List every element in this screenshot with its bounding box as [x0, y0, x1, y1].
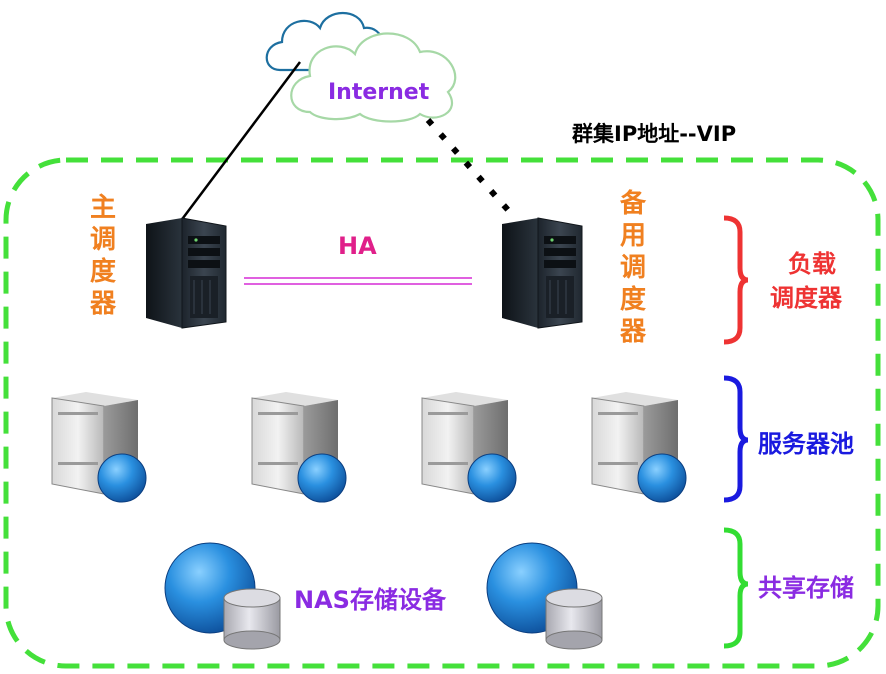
backup-scheduler-label: 备 用 调 度 器 [618, 188, 648, 348]
backup-scheduler-char: 器 [619, 317, 646, 347]
primary-scheduler-char: 调 [89, 225, 116, 255]
pool-server-icon-4 [591, 392, 687, 503]
load-scheduler-brace [723, 215, 749, 345]
shared-storage-brace [723, 527, 749, 649]
nas-label: NAS存储设备 [294, 586, 446, 614]
primary-scheduler-char: 器 [89, 289, 116, 319]
ha-label: HA [338, 232, 377, 260]
nas-storage-icon-1 [164, 542, 281, 650]
backup-scheduler-char: 度 [619, 285, 646, 315]
server-pool-label: 服务器池 [758, 430, 854, 458]
pool-server-icon-3 [421, 392, 517, 503]
backup-scheduler-char: 备 [619, 189, 646, 219]
nas-storage-icon-2 [486, 542, 603, 650]
primary-scheduler-char: 主 [89, 193, 116, 223]
internet-link-backup [425, 118, 511, 212]
cluster-vip-label: 群集IP地址--VIP [572, 122, 737, 146]
ha-link [244, 277, 472, 285]
primary-scheduler-char: 度 [89, 257, 116, 287]
internet-link-primary [179, 61, 301, 223]
cloud-icon-internet [290, 32, 457, 123]
shared-storage-label: 共享存储 [758, 574, 854, 602]
cluster-boundary [3, 157, 881, 669]
pool-server-icon-1 [51, 392, 147, 503]
load-scheduler-label-line2: 调度器 [770, 284, 842, 312]
pool-server-icon-2 [251, 392, 347, 503]
backup-scheduler-char: 用 [619, 221, 646, 251]
load-scheduler-label-line1: 负载 [788, 250, 836, 278]
backup-scheduler-char: 调 [619, 253, 646, 283]
primary-scheduler-label: 主 调 度 器 [88, 192, 118, 320]
internet-label: Internet [328, 80, 430, 105]
primary-scheduler-server-icon [146, 217, 227, 329]
server-pool-brace [723, 375, 749, 503]
backup-scheduler-server-icon [502, 217, 583, 329]
